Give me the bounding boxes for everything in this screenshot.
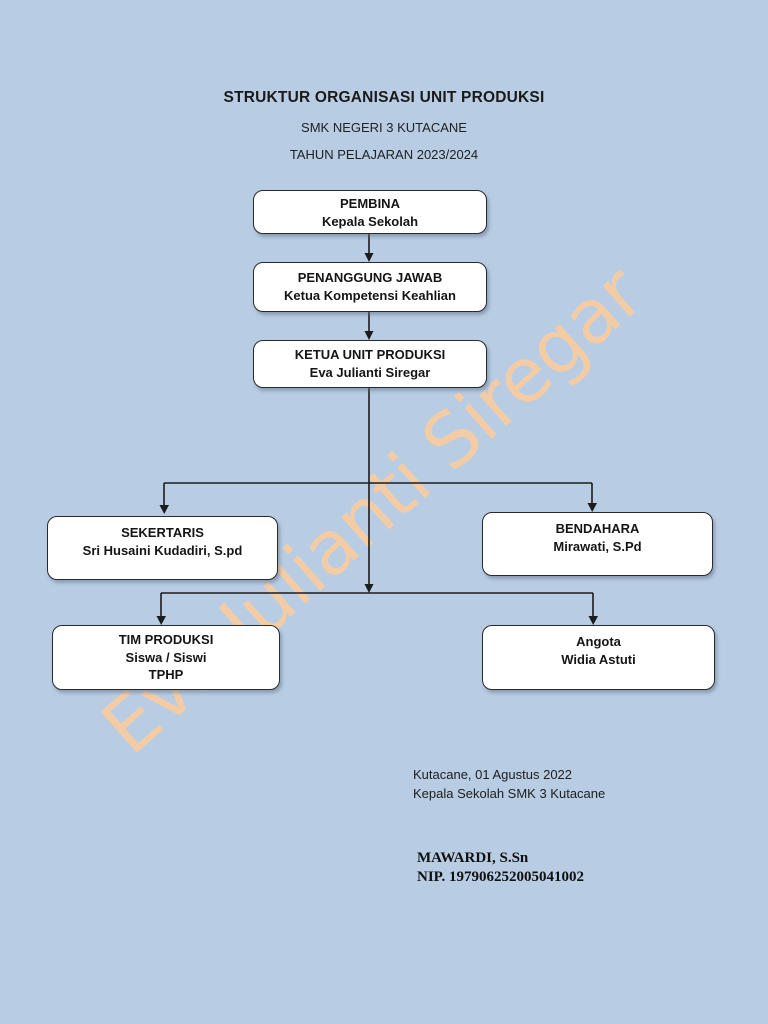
signature-block: Kutacane, 01 Agustus 2022 Kepala Sekolah… [413,765,605,803]
org-box-line: Mirawati, S.Pd [553,538,642,554]
signer-name: MAWARDI, S.Sn [417,850,529,866]
org-box-title: BENDAHARA [555,521,640,536]
org-box-line: Ketua Kompetensi Keahlian [284,287,456,303]
org-box-line: Siswa / Siswi [125,649,207,665]
signature-role: Kepala Sekolah SMK 3 Kutacane [413,786,606,801]
page-title: STRUKTUR ORGANISASI UNIT PRODUKSI [223,89,545,106]
org-box-title: PEMBINA [340,196,400,211]
academic-year: TAHUN PELAJARAN 2023/2024 [289,147,479,162]
org-box-bendahara: BENDAHARA Mirawati, S.Pd [482,512,713,576]
org-box-sekertaris: SEKERTARIS Sri Husaini Kudadiri, S.pd [47,516,278,580]
org-box-pembina: PEMBINA Kepala Sekolah [253,190,487,234]
org-box-angota: Angota Widia Astuti [482,625,715,690]
org-box-title: PENANGGUNG JAWAB [297,270,443,285]
org-box-title: TIM PRODUKSI [118,632,214,647]
signer-identity: MAWARDI, S.Sn NIP. 197906252005041002 [417,849,584,887]
org-box-line: TPHP [148,667,184,682]
org-box-penanggung-jawab: PENANGGUNG JAWAB Ketua Kompetensi Keahli… [253,262,487,312]
org-box-ketua-unit-produksi: KETUA UNIT PRODUKSI Eva Julianti Siregar [253,340,487,388]
org-box-line: Kepala Sekolah [321,213,419,229]
org-box-title: Angota [576,634,621,649]
signer-nip: NIP. 197906252005041002 [417,869,584,885]
org-box-line: Widia Astuti [561,651,636,667]
arrowheads [156,253,598,625]
org-box-line: Sri Husaini Kudadiri, S.pd [82,542,243,558]
school-name: SMK NEGERI 3 KUTACANE [301,120,467,135]
signature-place-date: Kutacane, 01 Agustus 2022 [413,767,573,782]
org-box-title: SEKERTARIS [121,525,204,540]
org-box-line: Eva Julianti Siregar [309,364,431,380]
org-box-title: KETUA UNIT PRODUKSI [294,347,446,362]
org-box-tim-produksi: TIM PRODUKSI Siswa / Siswi TPHP [52,625,280,690]
